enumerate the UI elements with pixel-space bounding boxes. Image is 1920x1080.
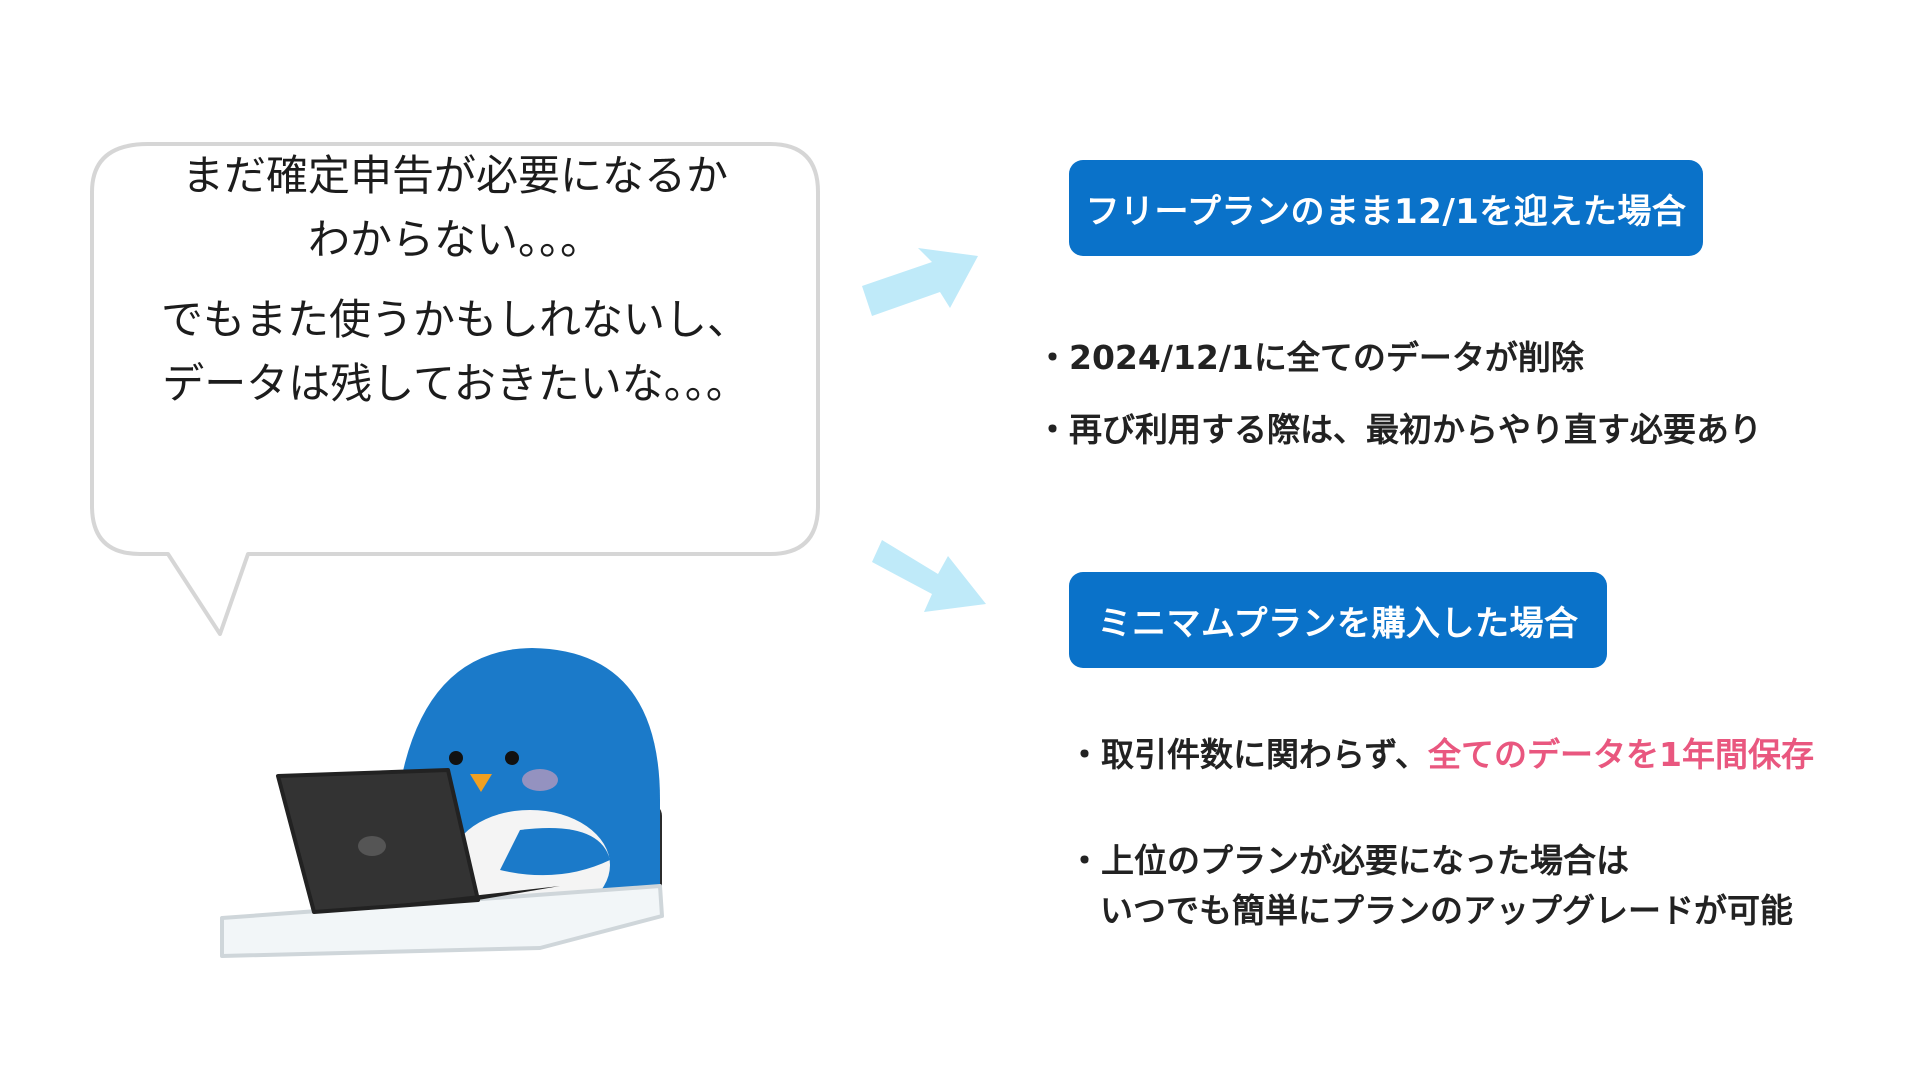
- bubble-line-3: でもまた使うかもしれないし、: [160, 295, 749, 344]
- free-plan-bullet-1: ・2024/12/1に全てのデータが削除: [1036, 338, 1584, 377]
- free-plan-header: フリープランのまま12/1を迎えた場合: [1069, 160, 1703, 256]
- minimum-plan-bullet-2: ・上位のプランが必要になった場合は いつでも簡単にプランのアップグレードが可能: [1068, 836, 1814, 936]
- bubble-line-2: わからない。。。: [307, 215, 602, 264]
- minimum-plan-bullets: ・取引件数に関わらず、全てのデータを1年間保存 ・上位のプランが必要になった場合…: [1068, 730, 1814, 992]
- minimum-plan-bullet-1: ・取引件数に関わらず、全てのデータを1年間保存: [1068, 730, 1814, 780]
- minimum-plan-bullet-1-highlight: 全てのデータを1年間保存: [1428, 735, 1814, 774]
- minimum-plan-header: ミニマムプランを購入した場合: [1069, 572, 1607, 668]
- free-plan-bullet-2: ・再び利用する際は、最初からやり直す必要あり: [1036, 410, 1762, 449]
- free-plan-bullets: ・2024/12/1に全てのデータが削除 ・再び利用する際は、最初からやり直す必…: [1036, 322, 1762, 466]
- bubble-line-4: データは残しておきたいな。。。: [162, 359, 748, 408]
- bubble-line-1: まだ確定申告が必要になるか: [181, 151, 728, 200]
- minimum-plan-bullet-1-prefix: ・取引件数に関わらず、: [1068, 735, 1429, 774]
- speech-bubble-text: まだ確定申告が必要になるか わからない。。。 でもまた使うかもしれないし、 デー…: [92, 144, 818, 416]
- minimum-plan-bullet-2-line-2: いつでも簡単にプランのアップグレードが可能: [1100, 891, 1793, 930]
- minimum-plan-bullet-2-line-1: ・上位のプランが必要になった場合は: [1068, 841, 1629, 880]
